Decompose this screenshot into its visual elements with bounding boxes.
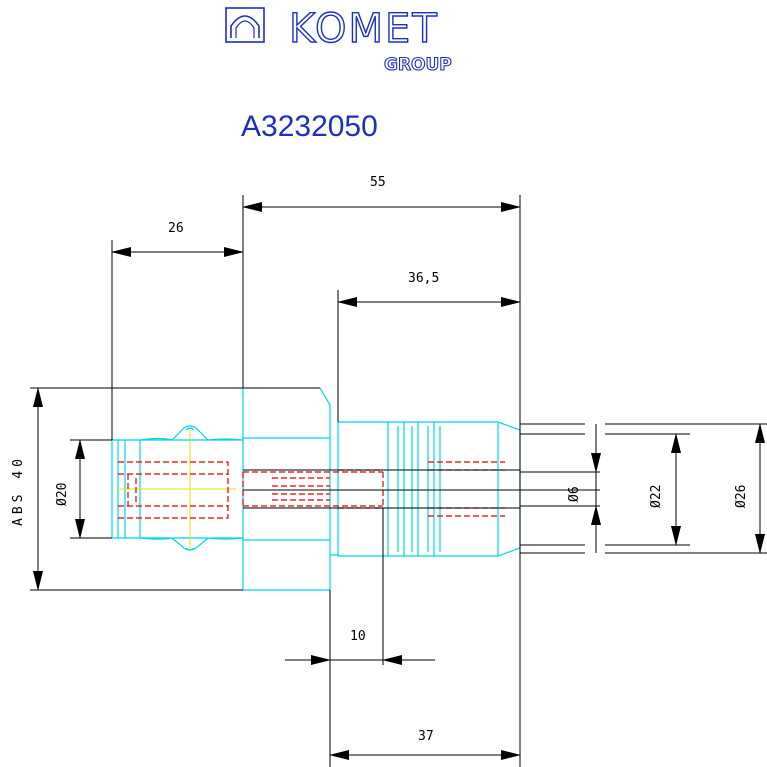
part-outline: [111, 387, 521, 591]
dim-37: 37: [418, 729, 434, 744]
logo-name: KOMET: [289, 6, 439, 52]
komet-logo: KOMET GROUP: [225, 5, 452, 76]
shank-outline: [111, 425, 244, 551]
dim-dia-26: Ø26: [734, 485, 749, 508]
dim-dia-6: Ø6: [567, 486, 582, 502]
dim-10: 10: [350, 629, 366, 644]
bore-lines: [243, 420, 767, 560]
logo-group: GROUP: [384, 55, 452, 75]
dim-dia-22: Ø22: [649, 485, 664, 508]
dimension-lines: [30, 195, 765, 767]
flange-outline: [242, 387, 338, 591]
collar-outline: [185, 427, 195, 551]
dim-55: 55: [370, 175, 386, 190]
part-number: A3232050: [241, 110, 378, 143]
centerlines: [118, 430, 236, 548]
dim-26: 26: [168, 221, 184, 236]
dim-36-5: 36,5: [408, 271, 439, 286]
dim-abs-40: ABS 40: [11, 455, 26, 526]
komet-arc-logo-icon: [225, 7, 265, 43]
dim-dia-20: Ø20: [55, 483, 70, 506]
dimension-labels: 55 26 36,5 10 37 ABS 40 Ø20 Ø6 Ø22 Ø26: [11, 175, 749, 744]
main-body-outline: [337, 421, 521, 557]
